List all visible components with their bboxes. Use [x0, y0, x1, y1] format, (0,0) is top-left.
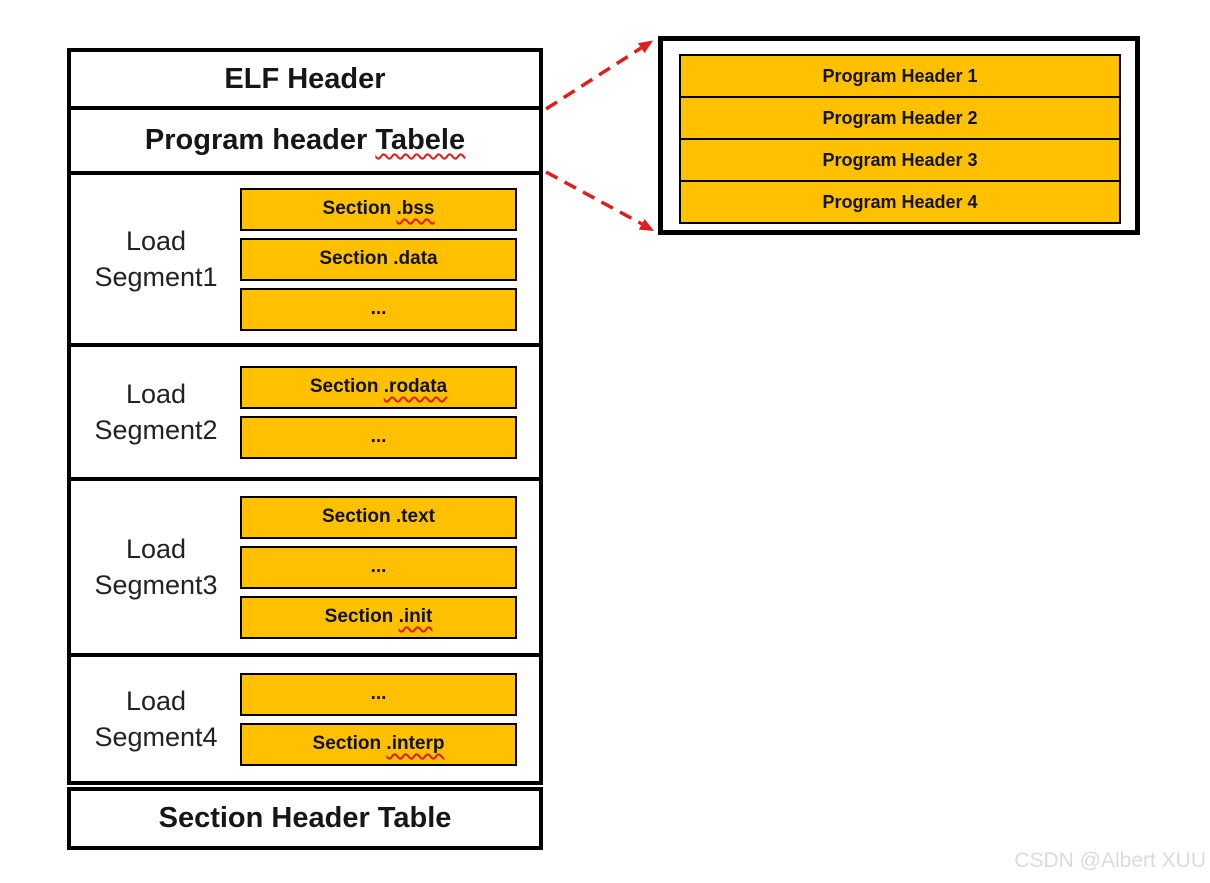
- section-label-prefix: Section: [322, 506, 396, 527]
- load-segment-1-label: Load Segment1: [71, 175, 241, 343]
- arrowhead-bottom-icon: [638, 219, 654, 231]
- elf-header-row: ELF Header: [67, 48, 543, 110]
- section-label-prefix: Section: [319, 248, 394, 269]
- load-segment-2-label: Load Segment2: [71, 347, 241, 477]
- program-header-table-label-prefix: Program header: [144, 124, 376, 156]
- section-bar-label: ...: [371, 298, 387, 320]
- load-segment-2-row: Load Segment2 Section .rodata ...: [67, 343, 543, 481]
- program-header-table-row: Program header Tabele: [67, 106, 543, 175]
- elf-header-label: ELF Header: [224, 62, 386, 95]
- arrow-line-to-detail-top: [545, 46, 642, 111]
- section-bar-label: Section .init: [325, 606, 433, 628]
- section-label-word: ...: [370, 426, 387, 447]
- section-bar-rodata: Section .rodata: [240, 365, 517, 409]
- program-header-row-label: Program Header 2: [822, 107, 978, 128]
- section-bar-label: Section .data: [319, 248, 437, 270]
- elf-layout-panel: ELF Header Program header Tabele Load Se…: [67, 48, 543, 850]
- segment-label-line1: Load: [125, 686, 187, 716]
- section-bar-ellipsis: ...: [240, 287, 517, 331]
- section-bar-ellipsis: ...: [240, 672, 517, 716]
- section-label-word: .data: [393, 248, 438, 269]
- load-segment-2-sections: Section .rodata ...: [240, 347, 517, 477]
- segment-label-line1: Load: [125, 379, 187, 409]
- program-header-row-label: Program Header 4: [822, 191, 978, 212]
- program-header-table-detail: Program Header 1 Program Header 2 Progra…: [658, 36, 1140, 235]
- section-bar-init: Section .init: [240, 595, 517, 639]
- section-header-table-label: Section Header Table: [158, 802, 452, 834]
- section-label-prefix: Section: [324, 606, 399, 627]
- segment-label-line2: Segment4: [94, 722, 218, 752]
- section-label-word: .init: [398, 606, 433, 627]
- load-segment-3-label: Load Segment3: [71, 481, 241, 653]
- program-header-row-label: Program Header 1: [822, 65, 978, 86]
- section-bar-label: Section .bss: [323, 198, 435, 220]
- load-segment-3-sections: Section .text ... Section .init: [240, 481, 517, 653]
- program-header-table-label-misspelled-word: Tabele: [375, 124, 466, 156]
- section-label-word: .rodata: [383, 376, 448, 397]
- section-bar-label: ...: [371, 683, 387, 705]
- segment-label-line2: Segment2: [94, 415, 218, 445]
- program-header-row-2: Program Header 2: [679, 96, 1121, 140]
- arrowhead-top-icon: [637, 40, 653, 54]
- segment-label-line2: Segment3: [94, 570, 218, 600]
- load-segment-1-sections: Section .bss Section .data ...: [240, 175, 517, 343]
- section-label-word: ...: [370, 556, 387, 577]
- section-bar-text: Section .text: [240, 495, 517, 539]
- segment-label-line1: Load: [125, 534, 187, 564]
- program-header-table-label: Program header Tabele: [145, 124, 465, 157]
- segment-label-line1: Load: [125, 226, 187, 256]
- section-bar-data: Section .data: [240, 237, 517, 281]
- load-segment-4-row: Load Segment4 ... Section .interp: [67, 653, 543, 785]
- program-header-row-3: Program Header 3: [679, 138, 1121, 182]
- load-segment-4-label: Load Segment4: [71, 657, 241, 781]
- program-header-row-1: Program Header 1: [679, 54, 1121, 98]
- section-label-prefix: Section: [309, 376, 384, 397]
- section-bar-ellipsis: ...: [240, 415, 517, 459]
- section-label-word: ...: [370, 298, 387, 319]
- arrow-line-to-detail-bottom: [545, 170, 643, 226]
- section-bar-label: Section .text: [322, 506, 435, 528]
- section-bar-label: ...: [371, 556, 387, 578]
- section-label-word: .text: [395, 506, 435, 527]
- section-bar-interp: Section .interp: [240, 722, 517, 766]
- program-header-row-4: Program Header 4: [679, 180, 1121, 224]
- section-bar-ellipsis: ...: [240, 545, 517, 589]
- section-label-word: ...: [370, 683, 387, 704]
- section-bar-bss: Section .bss: [240, 187, 517, 231]
- section-bar-label: Section .interp: [313, 733, 445, 755]
- section-header-table-row: Section Header Table: [67, 787, 543, 850]
- section-bar-label: ...: [371, 426, 387, 448]
- section-label-prefix: Section: [322, 198, 397, 219]
- section-label-word: .bss: [396, 198, 435, 219]
- section-label-word: .interp: [386, 733, 445, 754]
- load-segment-3-row: Load Segment3 Section .text ... Section …: [67, 477, 543, 657]
- section-label-prefix: Section: [312, 733, 387, 754]
- load-segment-4-sections: ... Section .interp: [240, 657, 517, 781]
- program-header-stack: Program Header 1 Program Header 2 Progra…: [679, 54, 1121, 224]
- program-header-row-label: Program Header 3: [822, 149, 978, 170]
- segment-label-line2: Segment1: [94, 262, 218, 292]
- section-bar-label: Section .rodata: [310, 376, 447, 398]
- watermark-text: CSDN @Albert XUU: [1014, 849, 1206, 872]
- load-segment-1-row: Load Segment1 Section .bss Section .data…: [67, 171, 543, 347]
